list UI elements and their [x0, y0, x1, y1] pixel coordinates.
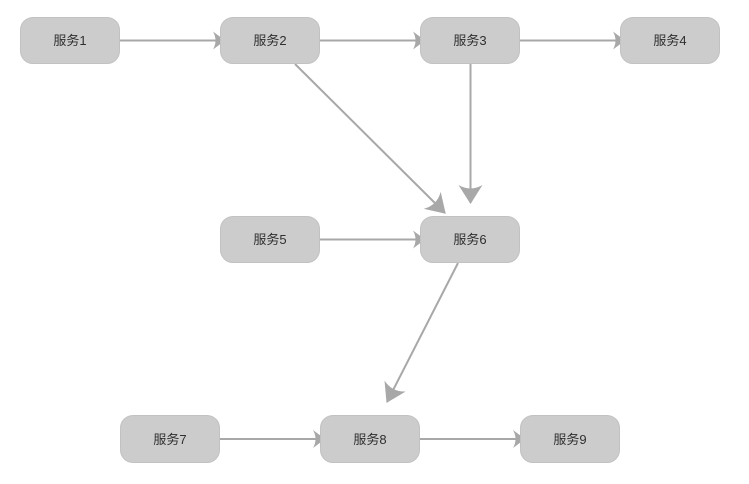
node-label-s4: 服务4 [653, 33, 687, 48]
flow-node-s5[interactable]: 服务5 [220, 216, 320, 263]
node-label-s3: 服务3 [453, 33, 487, 48]
node-label-s1: 服务1 [53, 33, 87, 48]
edge-group [120, 31, 625, 448]
node-label-s9: 服务9 [553, 431, 587, 447]
node-label-s7: 服务7 [153, 431, 187, 447]
flow-node-s7[interactable]: 服务7 [120, 415, 220, 463]
node-label-s8: 服务8 [353, 431, 387, 447]
node-label-s2: 服务2 [253, 33, 287, 48]
flow-node-s9[interactable]: 服务9 [520, 415, 620, 463]
flow-node-s3[interactable]: 服务3 [420, 17, 520, 64]
flow-node-s1[interactable]: 服务1 [20, 17, 120, 64]
node-label-s5: 服务5 [253, 232, 287, 247]
flow-node-s8[interactable]: 服务8 [320, 415, 420, 463]
edge-s2-to-s6[interactable] [294, 63, 446, 214]
edge-s6-to-s8[interactable] [384, 262, 459, 403]
flow-node-s4[interactable]: 服务4 [620, 17, 720, 64]
node-label-s6: 服务6 [453, 232, 487, 247]
flow-node-s6[interactable]: 服务6 [420, 216, 520, 263]
flow-node-s2[interactable]: 服务2 [220, 17, 320, 64]
